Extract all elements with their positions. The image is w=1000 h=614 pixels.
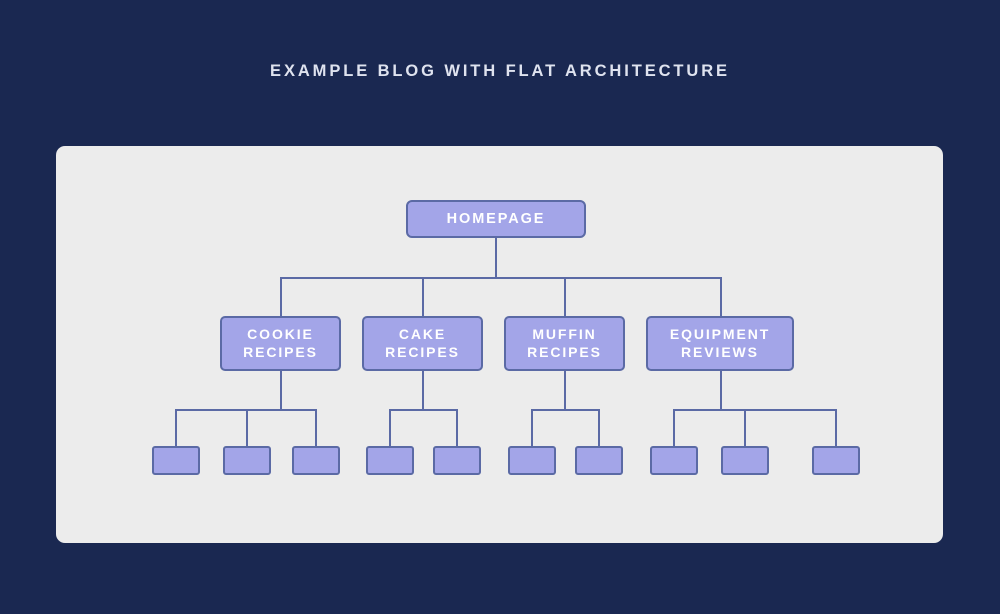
node-leaf-equipment-3[interactable] (812, 446, 860, 475)
edge-level2-bus (280, 277, 721, 279)
node-leaf-equipment-2[interactable] (721, 446, 769, 475)
edge-root-stem (495, 238, 497, 277)
node-cookie-recipes[interactable]: COOKIE RECIPES (220, 316, 341, 371)
node-leaf-cookie-2[interactable] (223, 446, 271, 475)
node-homepage[interactable]: HOMEPAGE (406, 200, 586, 238)
node-cookie-recipes-label: COOKIE RECIPES (243, 325, 318, 360)
edge-cake-stem (422, 371, 424, 409)
edge-muffin-bus (531, 409, 599, 411)
diagram-canvas: HOMEPAGE COOKIE RECIPES CAKE RECIPES MUF… (56, 146, 943, 543)
node-muffin-recipes-label: MUFFIN RECIPES (527, 325, 602, 360)
edge-muffin-to-leaf-2 (598, 409, 600, 446)
node-leaf-cake-2[interactable] (433, 446, 481, 475)
page-title: EXAMPLE BLOG WITH FLAT ARCHITECTURE (270, 62, 730, 80)
node-equipment-reviews[interactable]: EQUIPMENT REVIEWS (646, 316, 794, 371)
edge-bus-to-cookie (280, 277, 282, 316)
node-cake-recipes[interactable]: CAKE RECIPES (362, 316, 483, 371)
edge-equipment-to-leaf-3 (835, 409, 837, 446)
edge-equipment-stem (720, 371, 722, 409)
node-leaf-cookie-3[interactable] (292, 446, 340, 475)
edge-cookie-to-leaf-2 (246, 409, 248, 446)
edge-bus-to-cake (422, 277, 424, 316)
edge-cake-to-leaf-1 (389, 409, 391, 446)
edge-cookie-to-leaf-1 (175, 409, 177, 446)
node-homepage-label: HOMEPAGE (446, 210, 546, 227)
edge-bus-to-equipment (720, 277, 722, 316)
edge-cake-bus (389, 409, 457, 411)
node-leaf-cake-1[interactable] (366, 446, 414, 475)
node-cake-recipes-label: CAKE RECIPES (385, 325, 460, 360)
node-equipment-reviews-label: EQUIPMENT REVIEWS (669, 325, 771, 360)
node-muffin-recipes[interactable]: MUFFIN RECIPES (504, 316, 625, 371)
node-leaf-muffin-2[interactable] (575, 446, 623, 475)
edge-cake-to-leaf-2 (456, 409, 458, 446)
edge-equipment-to-leaf-2 (744, 409, 746, 446)
edge-muffin-stem (564, 371, 566, 409)
edge-cookie-stem (280, 371, 282, 409)
edge-equipment-bus (673, 409, 836, 411)
edge-bus-to-muffin (564, 277, 566, 316)
edge-muffin-to-leaf-1 (531, 409, 533, 446)
node-leaf-cookie-1[interactable] (152, 446, 200, 475)
edge-cookie-to-leaf-3 (315, 409, 317, 446)
edge-equipment-to-leaf-1 (673, 409, 675, 446)
node-leaf-equipment-1[interactable] (650, 446, 698, 475)
node-leaf-muffin-1[interactable] (508, 446, 556, 475)
